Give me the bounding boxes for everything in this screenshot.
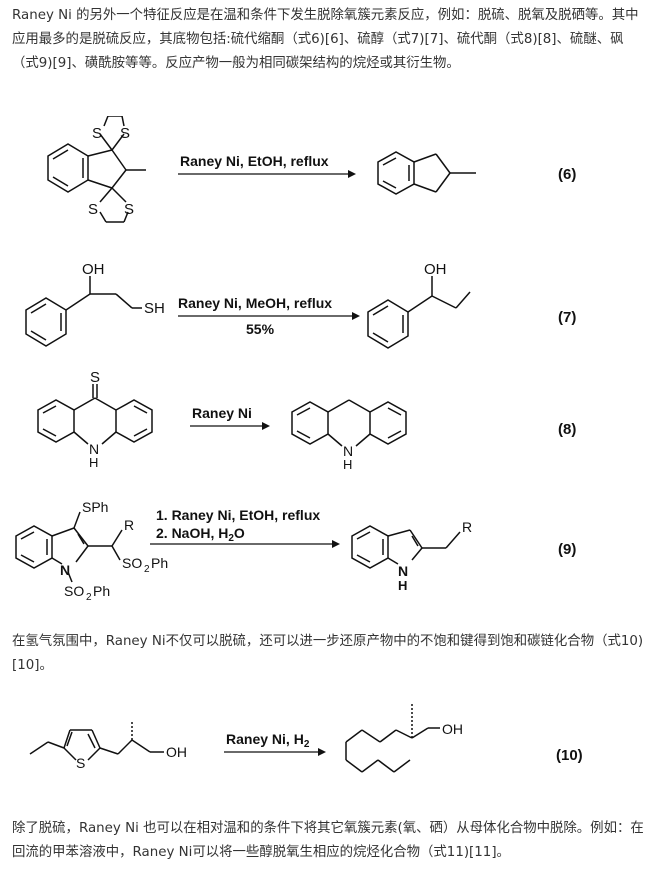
reactant-9-sulfone: SPh R N SO 2 Ph SO 2 Ph [15,499,168,603]
equation-number-6: (6) [558,166,576,183]
svg-text:R: R [462,519,472,535]
reactant-10-thiophene: S OH [29,722,187,771]
conditions-7: Raney Ni, MeOH, reflux [178,295,332,311]
svg-text:S: S [90,370,100,386]
reaction-7: OH SH Raney Ni, MeOH, reflux 55% OH (7) [0,258,655,358]
conditions-9-step1: 1. Raney Ni, EtOH, reflux [156,507,320,523]
svg-text:H: H [398,578,407,593]
conditions-10: Raney Ni, H2 [226,731,310,750]
svg-text:H: H [343,457,352,470]
product-8-acridane: N H [291,399,407,470]
svg-text:OH: OH [166,744,187,760]
equation-number-10: (10) [556,747,583,764]
reaction-6: S S S S Raney Ni, EtOH, reflux (6) [0,116,655,226]
conditions-8: Raney Ni [192,405,252,421]
svg-text:S: S [120,125,130,142]
svg-text:H: H [89,455,98,470]
other-elements-paragraph: 除了脱硫，Raney Ni 也可以在相对温和的条件下将其它氧簇元素(氧、硒）从母… [12,821,644,860]
reactant-7-thiol: OH SH [25,261,165,347]
svg-text:OH: OH [82,261,105,278]
svg-text:SH: SH [144,300,165,317]
hydrogen-paragraph: 在氢气氛围中，Raney Ni不仅可以脱硫，还可以进一步还原产物中的不饱和键得到… [12,634,644,673]
intro-paragraph: Raney Ni 的另外一个特征反应是在温和条件下发生脱除氧簇元素反应，例如：脱… [12,8,639,71]
reaction-9: SPh R N SO 2 Ph SO 2 Ph 1. Raney Ni, EtO… [0,494,655,604]
equation-number-8: (8) [558,421,576,438]
svg-text:S: S [124,201,134,218]
svg-text:N: N [343,443,353,459]
svg-text:S: S [92,125,102,142]
reactant-8-acridinethione: S N H [37,370,153,470]
svg-text:SO: SO [64,583,84,599]
svg-text:N: N [398,563,408,579]
conditions-9-step2: 2. NaOH, H2O [156,525,245,544]
svg-text:2: 2 [86,592,92,603]
svg-text:Ph: Ph [93,583,110,599]
product-10-alcohol: OH [345,704,463,773]
svg-text:OH: OH [424,261,447,278]
svg-text:R: R [124,517,134,533]
yield-7: 55% [246,321,275,337]
svg-text:S: S [76,755,85,771]
equation-number-7: (7) [558,309,576,326]
svg-text:SO: SO [122,555,142,571]
svg-text:N: N [60,562,70,578]
reaction-10: S OH Raney Ni, H2 OH (10) [0,696,655,806]
svg-text:OH: OH [442,721,463,737]
svg-text:SPh: SPh [82,499,108,515]
product-7-alcohol: OH [367,261,471,349]
svg-text:N: N [89,441,99,457]
conditions-6: Raney Ni, EtOH, reflux [180,153,329,169]
equation-number-9: (9) [558,541,576,558]
svg-text:2: 2 [144,564,150,575]
reaction-8: S N H Raney Ni N H (8) [0,370,655,470]
product-6-methylindane [377,151,476,195]
reactant-6-thioketal: S S S S [47,116,146,223]
svg-text:Ph: Ph [151,555,168,571]
product-9-indole: R N H [351,519,472,593]
svg-text:S: S [88,201,98,218]
